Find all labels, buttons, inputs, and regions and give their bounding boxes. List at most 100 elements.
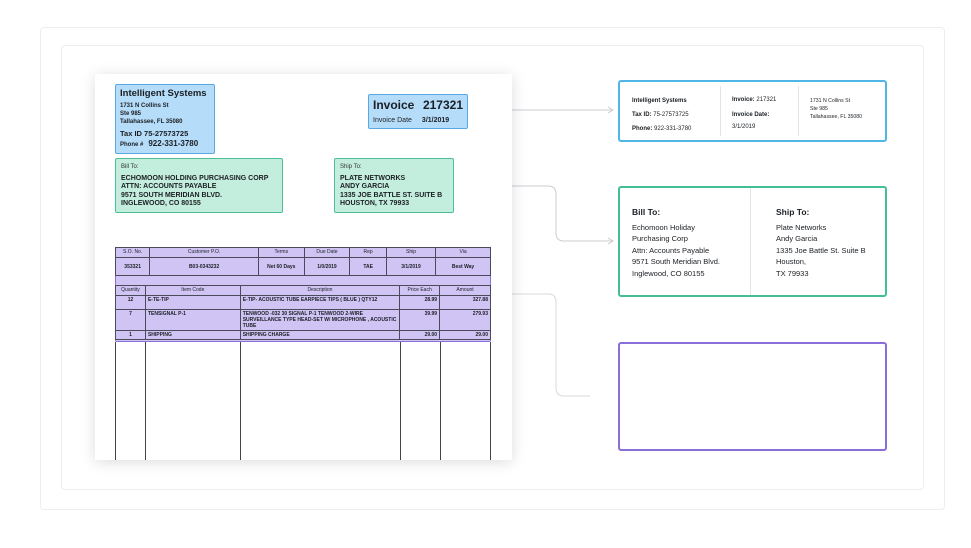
- ship-to-line: ANDY GARCIA: [340, 183, 390, 190]
- line-header-cell: Item Code: [144, 285, 241, 296]
- order-value-cell: 3/1/2019: [385, 257, 437, 276]
- order-header-cell: Customer P.O.: [149, 247, 259, 258]
- extracted-header-card[interactable]: Intelligent Systems Tax ID: 75-27573725 …: [618, 80, 887, 142]
- bill-to-label: Bill To:: [121, 164, 139, 170]
- line-code: E-TE-TIP: [144, 295, 241, 310]
- card1-date-label: Invoice Date:: [732, 112, 770, 118]
- line-header-cell: Quantity: [115, 285, 146, 296]
- card1-phone-label: Phone:: [632, 126, 653, 132]
- ship-to-highlight[interactable]: Ship To: PLATE NETWORKS ANDY GARCIA 1335…: [334, 158, 454, 213]
- card2-ship-line: Houston,: [776, 257, 807, 266]
- order-value-cell: 353321: [114, 257, 151, 276]
- order-header-cell: Terms: [257, 247, 305, 258]
- company-address-1: 1731 N Collins St: [120, 103, 169, 109]
- order-value-cell: Best Way: [435, 257, 491, 276]
- line-code: TENSIGNAL P-1: [144, 309, 241, 331]
- order-header-cell: Ship: [385, 247, 437, 258]
- card1-divider: [720, 86, 721, 136]
- order-header-row: S.O. No. Customer P.O. Terms Due Date Re…: [114, 247, 491, 258]
- ship-to-line: HOUSTON, TX 79933: [340, 200, 410, 207]
- card2-ship-title: Ship To:: [776, 207, 810, 217]
- table-row: 1 SHIPPING SHIPPING CHARGE 29.00 29.00: [115, 330, 491, 340]
- bill-to-line: 9571 SOUTH MERIDIAN BLVD.: [121, 191, 222, 199]
- table-row: 12 E-TE-TIP E-TIP- ACOUSTIC TUBE EARPIEC…: [115, 295, 491, 310]
- table-row: 7 TENSIGNAL P-1 TENWOOD -032 30 SIGNAL P…: [115, 309, 491, 331]
- table-column-line: [440, 342, 441, 460]
- line-amount: 327.88: [439, 295, 491, 310]
- extracted-line-items-card[interactable]: [618, 342, 887, 451]
- card2-bill-line: Attn: Accounts Payable: [632, 245, 710, 255]
- card2-bill-line: Inglewood, CO 80155: [632, 268, 705, 278]
- line-price: 29.00: [399, 330, 441, 340]
- card1-divider: [798, 86, 799, 136]
- table-column-line: [240, 342, 241, 460]
- table-column-line: [115, 342, 116, 460]
- card1-invoice-value: 217321: [756, 97, 777, 103]
- line-header-cell: Amount: [439, 285, 491, 296]
- card2-ship-line: TX 79933: [776, 268, 809, 278]
- card1-phone-value: 922-331-3780: [654, 126, 692, 132]
- line-header-cell: Price Each: [399, 285, 441, 296]
- ship-to-line: PLATE NETWORKS: [340, 174, 406, 182]
- line-header-row: Quantity Item Code Description Price Eac…: [115, 285, 491, 296]
- card2-divider: [750, 188, 751, 295]
- card2-ship-line: 1335 Joe Battle St. Suite B: [776, 245, 866, 255]
- ship-to-label: Ship To:: [340, 164, 362, 170]
- connector-table: [492, 293, 590, 397]
- company-phone: Phone #922-331-3780: [120, 140, 210, 149]
- line-desc: E-TIP- ACOUSTIC TUBE EARPIECE TIPS ( BLU…: [239, 295, 401, 310]
- order-header-cell: S.O. No.: [114, 247, 151, 258]
- invoice-date-label: Invoice Date: [373, 117, 412, 124]
- card1-date-value: 3/1/2019: [732, 124, 756, 130]
- line-desc: SHIPPING CHARGE: [239, 330, 401, 340]
- connector-address-arrow: [607, 237, 614, 245]
- order-value-cell: 1/0/2019: [303, 257, 351, 276]
- card1-tax-value: 75-27573725: [653, 112, 689, 118]
- line-price: 28.99: [399, 295, 441, 310]
- line-items-table: Quantity Item Code Description Price Eac…: [115, 285, 491, 340]
- invoice-header-highlight[interactable]: Invoice 217321 Invoice Date 3/1/2019: [368, 94, 468, 129]
- line-code: SHIPPING: [144, 330, 241, 340]
- invoice-date: 3/1/2019: [421, 117, 450, 124]
- card1-invoice-column: Invoice: 217321 Invoice Date: 3/1/2019: [732, 82, 798, 140]
- order-value-cell: Net 60 Days: [257, 257, 305, 276]
- line-desc: TENWOOD -032 30 SIGNAL P-1 TENWOOD 2-WIR…: [239, 309, 401, 331]
- invoice-number: 217321: [422, 98, 463, 112]
- ship-to-line: 1335 JOE BATTLE ST. SUITE B: [340, 191, 443, 199]
- company-name: Intelligent Systems: [120, 88, 207, 99]
- table-column-line: [490, 342, 491, 460]
- card1-tax-label: Tax ID:: [632, 112, 652, 118]
- card1-invoice-label: Invoice:: [732, 97, 755, 103]
- card2-bill-line: Echomoon Holiday: [632, 222, 695, 232]
- card2-ship-line: Plate Networks: [776, 222, 827, 232]
- line-amount: 279.93: [439, 309, 491, 331]
- card1-address-line: Ste 985: [810, 106, 828, 112]
- company-address-2: Ste 985: [120, 111, 142, 117]
- card1-company-column: Intelligent Systems Tax ID: 75-27573725 …: [632, 82, 724, 140]
- line-qty: 7: [115, 309, 146, 331]
- order-header-cell: Due Date: [303, 247, 351, 258]
- connector-company-arrow: [607, 106, 614, 114]
- line-header-cell: Description: [239, 285, 401, 296]
- table-column-line: [400, 342, 401, 460]
- company-address-3: Tallahassee, FL 35080: [120, 119, 183, 125]
- bill-to-highlight[interactable]: Bill To: ECHOMOON HOLDING PURCHASING COR…: [115, 158, 283, 213]
- card2-ship-line: Andy Garcia: [776, 234, 818, 243]
- order-value-cell: TAE: [349, 257, 387, 276]
- order-value-row: 353321 B03-0343232 Net 60 Days 1/0/2019 …: [114, 257, 491, 276]
- company-tax-id: Tax ID 75-27573725: [120, 129, 189, 138]
- invoice-table: S.O. No. Customer P.O. Terms Due Date Re…: [114, 247, 491, 276]
- card1-address-line: Tallahassee, FL 35080: [810, 114, 863, 120]
- bill-to-line: ECHOMOON HOLDING PURCHASING CORP: [121, 174, 269, 182]
- table-column-line: [145, 342, 146, 460]
- line-qty: 1: [115, 330, 146, 340]
- bill-to-line: INGLEWOOD, CO 80155: [121, 200, 201, 207]
- card2-bill-line: Purchasing Corp: [632, 234, 688, 243]
- card1-address-line: 1731 N Collins St: [810, 98, 851, 104]
- card1-address-column: 1731 N Collins St Ste 985 Tallahassee, F…: [810, 82, 886, 140]
- card2-bill-line: 9571 South Meridian Blvd.: [632, 257, 720, 266]
- company-highlight[interactable]: Intelligent Systems 1731 N Collins St St…: [115, 84, 215, 154]
- card2-bill-title: Bill To:: [632, 207, 661, 217]
- extracted-address-card[interactable]: Bill To: Echomoon Holiday Purchasing Cor…: [618, 186, 887, 297]
- company-phone-number: 922-331-3780: [148, 139, 199, 148]
